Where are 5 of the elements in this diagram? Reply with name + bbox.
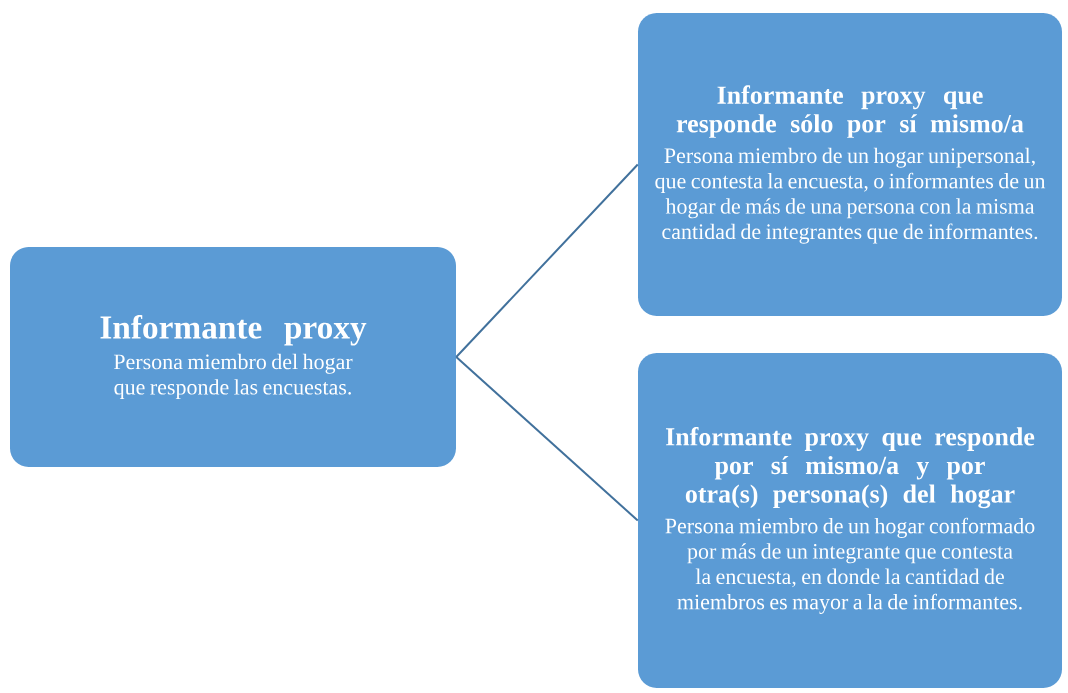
rounded-box: Informante proxy que responde sólo por sí mismo/a Persona miembro de un hogar unipersonal, que contesta la encuesta, o informantes de un hogar de más de una persona con la misma cantidad de integrantes que de informantes. bbox=[638, 13, 1062, 316]
rounded-box: Informante proxy que responde por sí mismo/a y por otra(s) persona(s) del hogar Persona miembro de un hogar conformado por más de un integrante que contesta la encuesta, en donde la cantidad de miembros es mayor a la de informantes. bbox=[638, 353, 1062, 688]
connector-line bbox=[455, 356, 639, 522]
rounded-box: Informante proxy Persona miembro del hogar que responde las encuestas. bbox=[10, 247, 456, 467]
connector-line bbox=[455, 163, 639, 358]
